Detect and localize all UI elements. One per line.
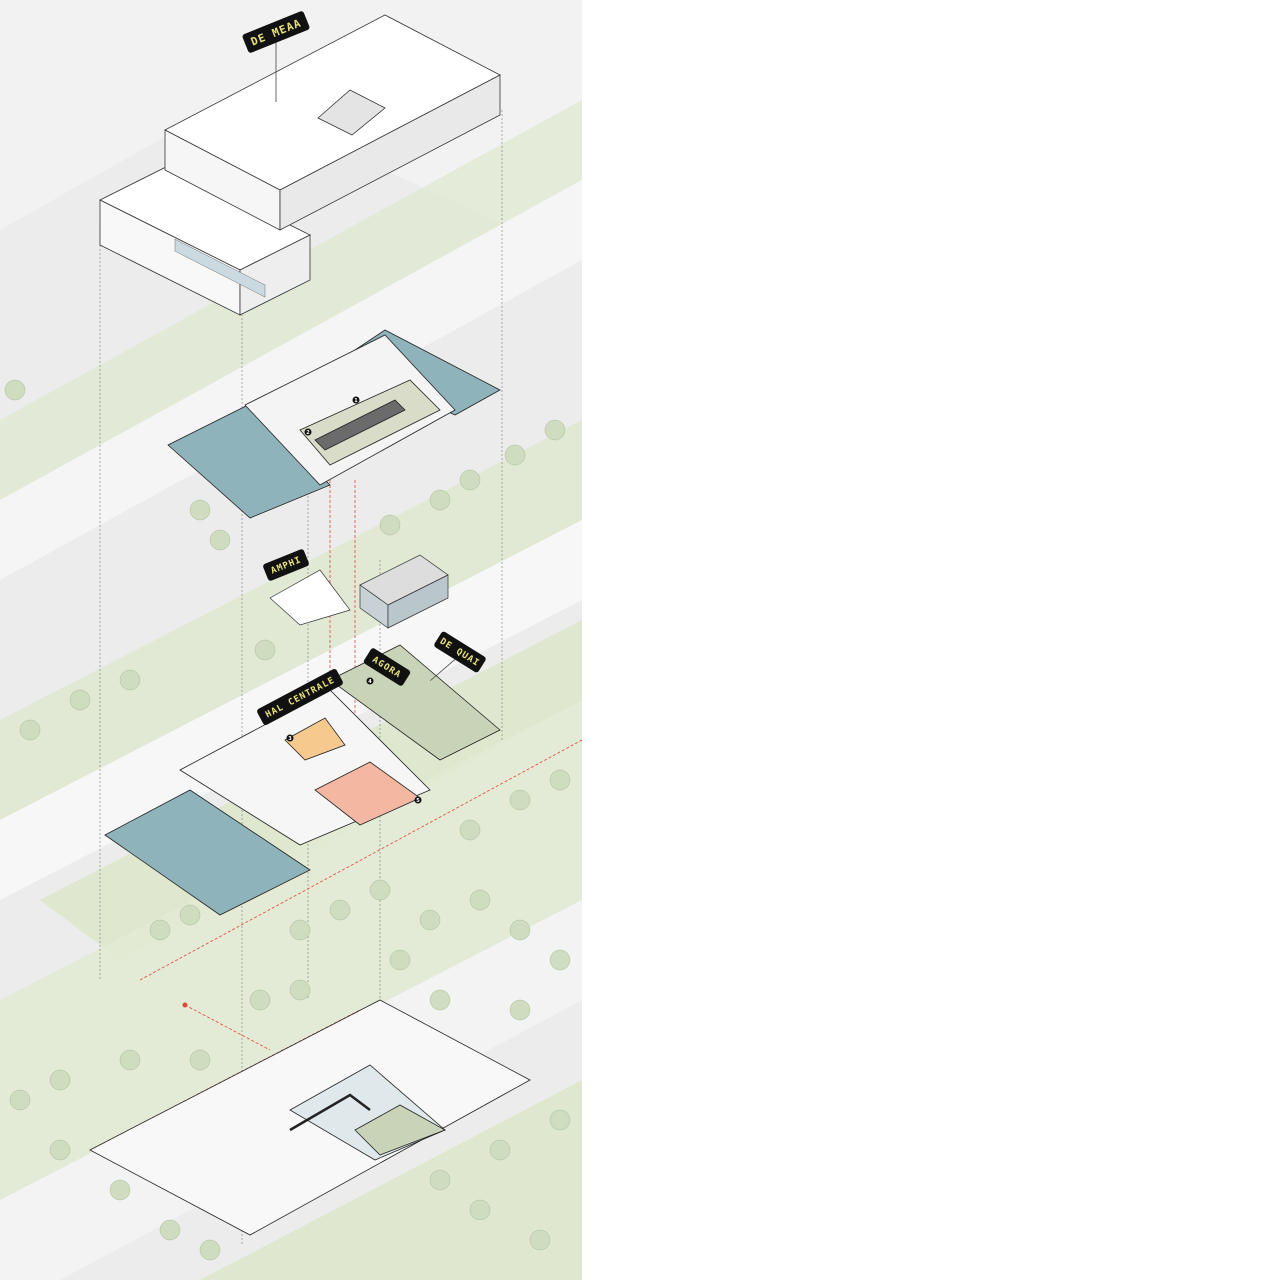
tree	[159, 1219, 181, 1241]
tree	[9, 1089, 31, 1111]
tree	[369, 879, 391, 901]
tree	[329, 899, 351, 921]
green-strip	[0, 700, 582, 1200]
tree	[119, 1049, 141, 1071]
tree	[489, 1139, 511, 1161]
tree	[49, 1069, 71, 1091]
tree	[249, 989, 271, 1011]
tree	[504, 444, 526, 466]
svg-text:1: 1	[354, 398, 358, 404]
tree	[549, 949, 571, 971]
tree	[189, 1049, 211, 1071]
green-strip	[200, 1080, 582, 1280]
tree	[254, 639, 276, 661]
ground-floor	[104, 644, 501, 916]
tree	[509, 789, 531, 811]
tree	[109, 1179, 131, 1201]
tree	[4, 379, 26, 401]
tree	[429, 989, 451, 1011]
tree	[509, 999, 531, 1021]
number-marker: 5	[414, 796, 422, 804]
svg-text:3: 3	[288, 736, 292, 742]
office-floor	[167, 329, 501, 519]
tree	[19, 719, 41, 741]
number-marker: 2	[304, 428, 312, 436]
tree	[119, 669, 141, 691]
tree	[189, 499, 211, 521]
upper-building	[99, 14, 501, 316]
tree	[69, 689, 91, 711]
tree	[549, 769, 571, 791]
tree	[179, 904, 201, 926]
tree	[199, 1239, 221, 1261]
tree	[289, 979, 311, 1001]
tree	[389, 949, 411, 971]
svg-text:2: 2	[306, 430, 310, 436]
route-point	[182, 1002, 188, 1008]
tree	[459, 469, 481, 491]
tree	[209, 529, 231, 551]
tree	[529, 1229, 551, 1251]
tree	[469, 889, 491, 911]
tree	[429, 489, 451, 511]
tree	[469, 1199, 491, 1221]
tree	[289, 919, 311, 941]
tree	[149, 919, 171, 941]
number-markers: 1 2 3 4 5	[286, 396, 422, 804]
svg-text:4: 4	[368, 679, 372, 685]
tree	[379, 514, 401, 536]
tree	[544, 419, 566, 441]
tree	[549, 1109, 571, 1131]
road	[0, 180, 582, 580]
tree	[49, 1139, 71, 1161]
number-marker: 4	[366, 677, 374, 685]
trees	[4, 379, 571, 1261]
number-marker: 1	[352, 396, 360, 404]
tree	[429, 1169, 451, 1191]
green-strip	[0, 420, 582, 820]
green-strip	[0, 100, 582, 500]
tree	[509, 919, 531, 941]
pavilions	[269, 554, 449, 629]
svg-text:5: 5	[416, 798, 420, 804]
basement-level	[89, 999, 531, 1236]
number-marker: 3	[286, 734, 294, 742]
sign-quai: DE QUAI	[430, 631, 486, 681]
tree	[459, 819, 481, 841]
tree	[419, 909, 441, 931]
